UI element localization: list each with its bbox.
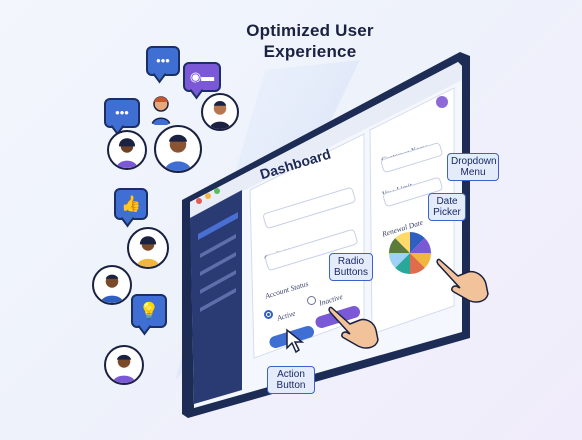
window-max-dot[interactable] <box>214 188 220 194</box>
radio-buttons-tag: Radio Buttons <box>329 253 373 281</box>
action-button-tag-line1: Action <box>277 369 305 380</box>
pointing-hand-icon <box>328 306 379 349</box>
chat-dots-icon: ••• <box>115 105 129 120</box>
avatar-6 <box>92 265 132 305</box>
avatar-2 <box>201 93 239 131</box>
dropdown-menu-tag-line2: Menu <box>460 167 486 178</box>
dropdown-menu-tag: Dropdown Menu <box>447 153 499 181</box>
date-picker-tag-line1: Date <box>436 196 458 207</box>
pie-slice <box>410 253 431 268</box>
date-picker-tag-line2: Picker <box>433 207 461 218</box>
date-picker-tag: Date Picker <box>428 193 466 221</box>
pie-chart <box>389 232 431 274</box>
pie-slice <box>389 238 410 253</box>
action-button-tag-line2: Button <box>276 380 306 391</box>
app-screen <box>178 48 478 418</box>
avatar-3 <box>107 130 147 170</box>
pie-slice <box>395 232 410 253</box>
window-close-dot[interactable] <box>196 198 202 204</box>
chat-bubble-2: ◉▬ <box>183 62 221 92</box>
chat-bubble-4: 👍 <box>114 188 148 220</box>
title-line-2: Experience <box>263 42 357 61</box>
chat-bubble-3: ••• <box>104 98 140 128</box>
pie-slice <box>395 253 410 274</box>
avatar-1 <box>144 92 178 126</box>
radio-inactive[interactable] <box>307 296 316 305</box>
pie-slice <box>389 253 410 268</box>
screen-frame <box>182 52 470 418</box>
pie-slice <box>410 232 425 253</box>
radio-active[interactable] <box>264 310 273 319</box>
window-min-dot[interactable] <box>205 193 211 199</box>
action-button-tag: Action Button <box>267 366 315 394</box>
radio-buttons-tag-line2: Buttons <box>334 267 368 278</box>
title-line-1: Optimized User <box>246 21 374 40</box>
page-title: Optimized User Experience <box>200 20 420 62</box>
lightbulb-icon: 💡 <box>139 303 159 320</box>
pie-slice <box>410 253 425 274</box>
radio-buttons-tag-line1: Radio <box>337 256 365 267</box>
thumbs-up-icon: 👍 <box>121 196 141 213</box>
avatar-7 <box>104 345 144 385</box>
dropdown-menu-tag-line1: Dropdown <box>451 156 497 167</box>
chat-dots-icon: ••• <box>156 53 170 68</box>
avatar-4 <box>154 125 202 173</box>
mouse-cursor-icon <box>286 328 305 354</box>
pie-slice <box>410 238 431 253</box>
chat-bubble-5: 💡 <box>131 294 167 328</box>
chat-bubble-1: ••• <box>146 46 180 76</box>
avatar-5 <box>127 227 169 269</box>
user-avatar-dot[interactable] <box>436 96 448 108</box>
pointing-hand-icon-2 <box>436 258 489 303</box>
